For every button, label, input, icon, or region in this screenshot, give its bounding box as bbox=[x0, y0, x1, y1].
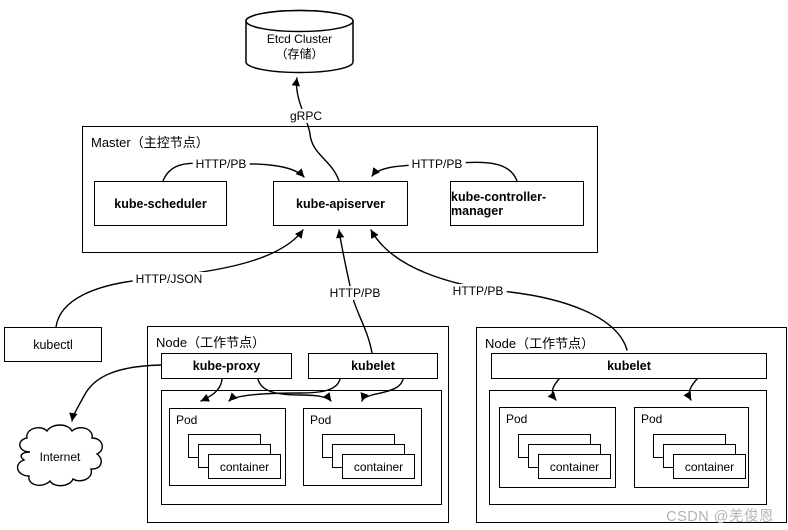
kube-apiserver-box: kube-apiserver bbox=[273, 181, 408, 226]
etcd-title: Etcd Cluster bbox=[266, 32, 333, 46]
container-box: container bbox=[342, 454, 415, 479]
kube-scheduler-box: kube-scheduler bbox=[94, 181, 227, 226]
pod-box: Pod container bbox=[303, 408, 422, 486]
kubectl-box: kubectl bbox=[4, 327, 102, 362]
pod-label: Pod bbox=[176, 413, 198, 427]
kubelet-node1-label: kubelet bbox=[351, 359, 395, 373]
container-box: container bbox=[673, 454, 746, 479]
kubelet-node1-box: kubelet bbox=[308, 353, 438, 379]
container-box: container bbox=[208, 454, 281, 479]
kube-controller-manager-box: kube-controller-manager bbox=[450, 181, 584, 226]
pod-label: Pod bbox=[641, 412, 663, 426]
kubelet-node2-label: kubelet bbox=[607, 359, 651, 373]
kube-proxy-box: kube-proxy bbox=[161, 353, 292, 379]
node1-label: Node（工作节点） bbox=[156, 335, 266, 350]
pod-label: Pod bbox=[506, 412, 528, 426]
container-label: container bbox=[353, 459, 404, 474]
kube-scheduler-label: kube-scheduler bbox=[114, 196, 207, 211]
http-pb-edge-label-scheduler: HTTP/PB bbox=[192, 157, 250, 171]
internet-label: Internet bbox=[39, 450, 81, 464]
container-label: container bbox=[219, 459, 270, 474]
container-label: container bbox=[684, 459, 735, 474]
http-json-edge-label: HTTP/JSON bbox=[132, 272, 206, 286]
kube-apiserver-label: kube-apiserver bbox=[296, 196, 385, 211]
http-pb-edge-label-node2: HTTP/PB bbox=[449, 284, 507, 298]
container-label: container bbox=[549, 459, 600, 474]
pod-box: Pod container bbox=[634, 407, 749, 488]
grpc-edge-label: gRPC bbox=[286, 109, 326, 123]
kube-controller-manager-label: kube-controller-manager bbox=[451, 189, 547, 218]
kube-proxy-label: kube-proxy bbox=[192, 359, 261, 373]
etcd-subtitle: （存储） bbox=[275, 47, 324, 61]
kubelet-node2-box: kubelet bbox=[491, 353, 767, 379]
kubectl-label: kubectl bbox=[33, 337, 73, 352]
http-pb-edge-label-node1: HTTP/PB bbox=[326, 286, 384, 300]
http-pb-edge-label-controller: HTTP/PB bbox=[408, 157, 466, 171]
master-label: Master（主控节点） bbox=[91, 135, 209, 150]
watermark: CSDN @羌俊恩 bbox=[666, 509, 774, 525]
pod-box: Pod container bbox=[169, 408, 286, 486]
container-box: container bbox=[538, 454, 611, 479]
etcd-label: Etcd Cluster （存储） bbox=[249, 32, 350, 62]
pod-label: Pod bbox=[310, 413, 332, 427]
pod-box: Pod container bbox=[499, 407, 616, 488]
node2-label: Node（工作节点） bbox=[485, 336, 595, 351]
